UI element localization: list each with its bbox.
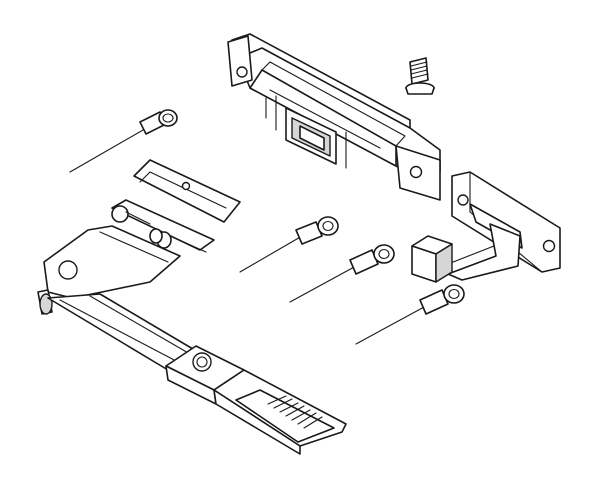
catch-bracket xyxy=(227,33,441,201)
blind-rivet-1 xyxy=(69,109,178,173)
blind-rivet-2 xyxy=(239,216,339,273)
blind-rivet-4 xyxy=(355,284,465,345)
hinge-arm-assembly xyxy=(37,159,347,455)
striker-bracket xyxy=(411,171,561,283)
small-screw xyxy=(405,57,435,95)
blind-rivet-3 xyxy=(289,244,395,303)
grip-ribs xyxy=(267,395,323,429)
